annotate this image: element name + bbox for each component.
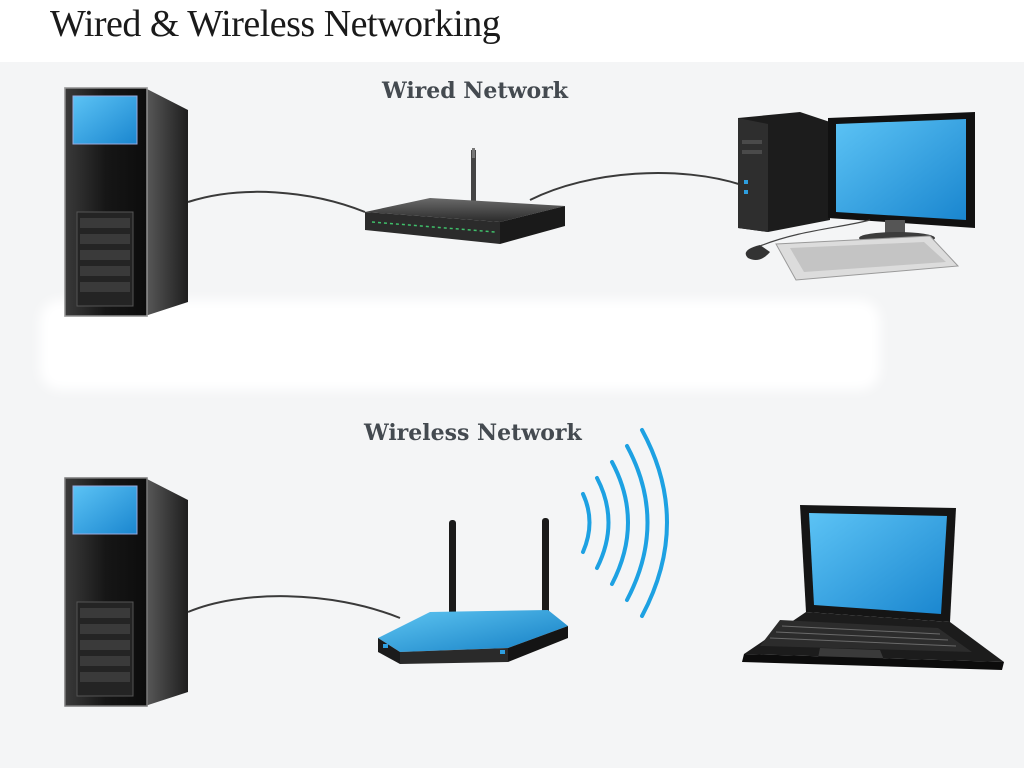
cable-server-wireless-router <box>187 595 401 619</box>
server-tower-icon <box>64 87 188 317</box>
cable-server-router <box>187 190 366 213</box>
wifi-signal-icon <box>581 428 669 618</box>
cable-router-desktop <box>529 172 743 201</box>
title-bar: Wired & Wireless Networking <box>0 0 1024 62</box>
background-highlight <box>40 300 880 390</box>
wireless-router-icon <box>378 518 568 664</box>
laptop-icon <box>742 505 1004 670</box>
wired-router-icon <box>365 148 565 244</box>
wired-network-title: Wired Network <box>382 78 569 104</box>
desktop-computer-icon <box>738 112 975 281</box>
page-title: Wired & Wireless Networking <box>50 3 501 45</box>
server-tower-icon <box>64 477 188 707</box>
wireless-network-title: Wireless Network <box>364 420 582 446</box>
